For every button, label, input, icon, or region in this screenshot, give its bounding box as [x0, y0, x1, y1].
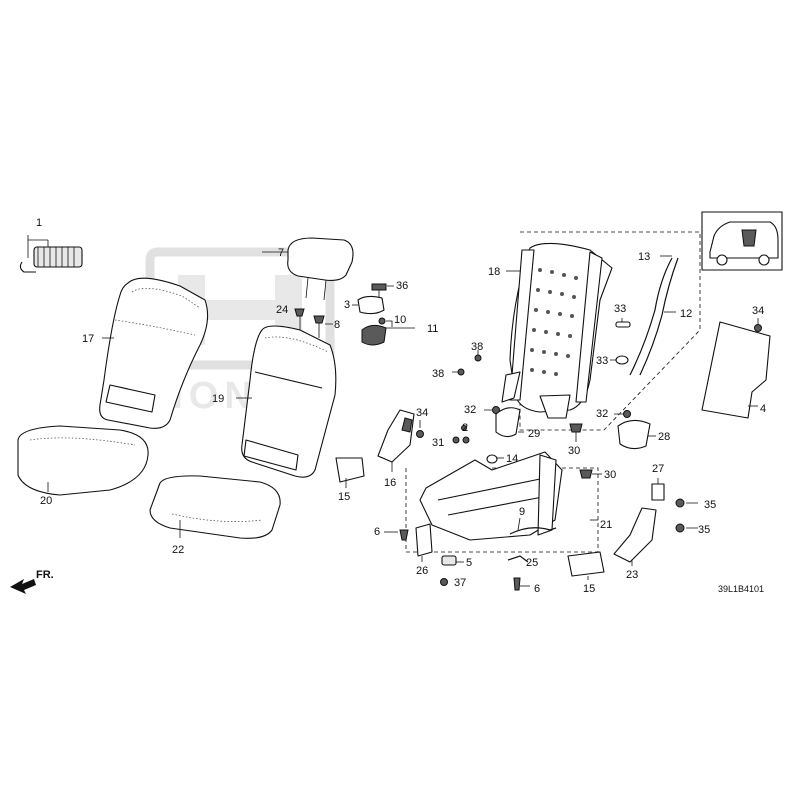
callout-30: 30 — [568, 445, 580, 457]
callout-6: 6 — [534, 583, 540, 595]
callout-33: 33 — [614, 303, 626, 315]
callout-35: 35 — [698, 524, 710, 536]
callout-2: 2 — [462, 422, 468, 434]
part-12-13-cable — [629, 255, 679, 376]
part-31-2-nuts — [452, 425, 470, 444]
callout-29: 29 — [528, 428, 540, 440]
callout-1: 1 — [36, 217, 42, 229]
callout-16: 16 — [384, 477, 396, 489]
callout-33: 33 — [596, 355, 608, 367]
part-15-lower-latch — [567, 551, 605, 580]
callout-17: 17 — [82, 333, 94, 345]
part-38-nuts — [452, 350, 482, 376]
callout-24: 24 — [276, 304, 288, 316]
vehicle-location-inset — [701, 211, 783, 271]
callout-20: 20 — [40, 495, 52, 507]
part-34-screw-left — [416, 420, 424, 438]
callout-18: 18 — [488, 266, 500, 278]
direction-label: FR. — [36, 569, 54, 581]
part-28-hinge-cover — [617, 419, 656, 450]
callout-12: 12 — [680, 308, 692, 320]
callout-5: 5 — [466, 557, 472, 569]
callout-38: 38 — [471, 341, 483, 353]
part-5-cap — [441, 555, 464, 566]
callout-30: 30 — [604, 469, 616, 481]
part-35-clips — [675, 498, 698, 533]
part-16-bracket — [377, 409, 415, 472]
callout-34: 34 — [416, 407, 428, 419]
part-23-lower-cover — [613, 507, 657, 566]
callout-21: 21 — [600, 519, 612, 531]
part-34-screw-right — [754, 324, 762, 332]
callout-6: 6 — [374, 526, 380, 538]
part-20-cushion-cover — [17, 425, 149, 496]
callout-32: 32 — [464, 404, 476, 416]
part-33-clips — [610, 318, 631, 365]
part-8-bolt — [313, 315, 333, 338]
part-3-clip — [352, 295, 385, 315]
callout-15: 15 — [338, 491, 350, 503]
part-1-clip-set — [19, 235, 83, 273]
callout-38: 38 — [432, 368, 444, 380]
part-37-screw — [440, 578, 448, 586]
part-10-11-knob — [361, 317, 415, 346]
part-7-headrest — [262, 237, 354, 301]
front-direction-arrow — [10, 579, 36, 594]
callout-22: 22 — [172, 544, 184, 556]
diagram-code: 39L1B4101 — [718, 584, 764, 594]
part-25-spring — [507, 555, 529, 563]
callout-3: 3 — [344, 299, 350, 311]
callout-27: 27 — [652, 463, 664, 475]
part-18-seatback-frame — [501, 231, 701, 431]
callout-15: 15 — [583, 583, 595, 595]
callout-14: 14 — [506, 453, 518, 465]
part-15-upper-latch — [335, 457, 365, 488]
part-9-cable — [509, 517, 557, 535]
callout-28: 28 — [658, 431, 670, 443]
callout-31: 31 — [432, 437, 444, 449]
callout-23: 23 — [626, 569, 638, 581]
callout-26: 26 — [416, 565, 428, 577]
callout-7: 7 — [278, 247, 284, 259]
callout-8: 8 — [334, 319, 340, 331]
callout-34: 34 — [752, 305, 764, 317]
part-21-cushion-frame — [405, 451, 599, 553]
callout-4: 4 — [760, 403, 766, 415]
callout-35: 35 — [704, 499, 716, 511]
callout-36: 36 — [396, 280, 408, 292]
callout-37: 37 — [454, 577, 466, 589]
callout-32: 32 — [596, 408, 608, 420]
callout-19: 19 — [212, 393, 224, 405]
part-4-side-cover — [701, 318, 771, 419]
part-27-bracket — [651, 478, 665, 501]
part-29-hinge-cover — [495, 407, 524, 438]
callout-10: 10 — [394, 314, 406, 326]
callout-9: 9 — [519, 506, 525, 518]
part-22-cushion-pad — [149, 475, 281, 539]
part-30-bolts — [569, 423, 602, 479]
part-17-seatback-cover — [99, 277, 209, 429]
callout-13: 13 — [638, 251, 650, 263]
callout-11: 11 — [427, 323, 438, 335]
part-26-latch — [415, 523, 433, 562]
part-24-bolt — [294, 308, 305, 330]
callout-labels: 1 2 3 4 5 6 6 7 8 9 10 11 12 13 14 15 15… — [36, 217, 766, 595]
part-36-bolt — [371, 283, 394, 300]
part-6-clips — [384, 529, 530, 591]
part-14-washer — [486, 454, 504, 464]
part-32-bolts — [484, 406, 631, 418]
callout-25: 25 — [526, 557, 538, 569]
part-19-seatback-pad — [236, 325, 337, 478]
